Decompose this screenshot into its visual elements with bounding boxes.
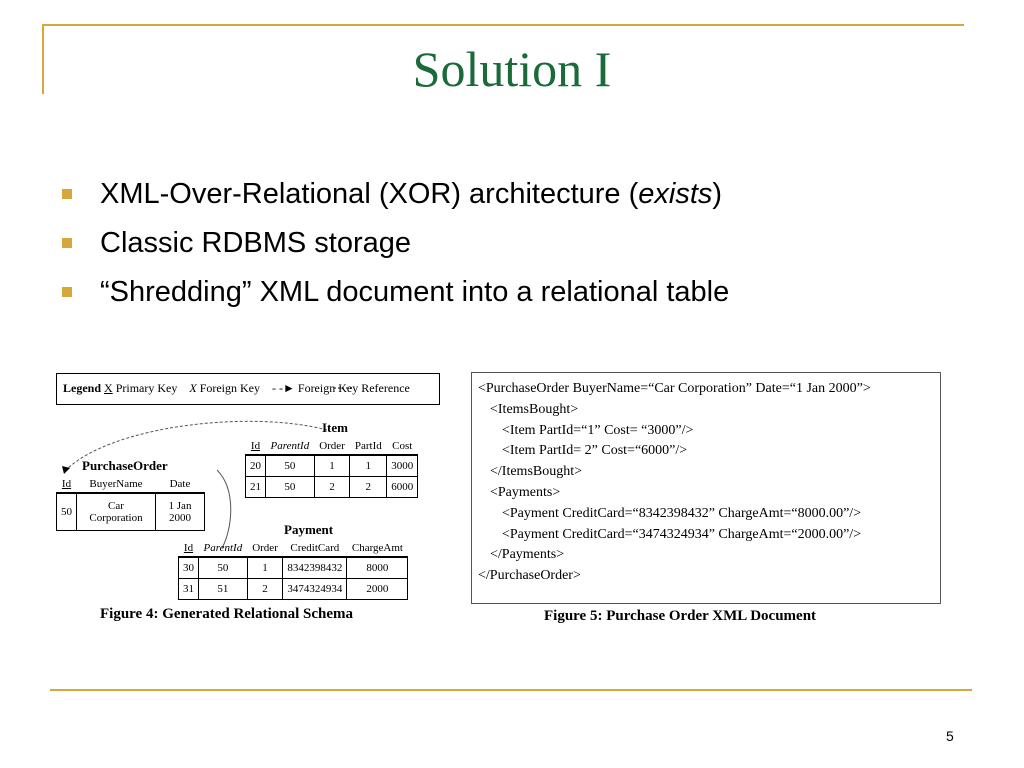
bullet-text: XML-Over-Relational (XOR) architecture ( xyxy=(100,178,639,210)
table-row: 31 51 2 3474324934 2000 xyxy=(178,578,409,600)
cell: 50 xyxy=(265,454,315,477)
po-col-buyername: BuyerName xyxy=(89,478,143,490)
top-rule xyxy=(44,24,964,26)
cell: 8342398432 xyxy=(282,556,348,579)
item-col-id: Id xyxy=(250,440,261,452)
item-table: Id ParentId Order PartId Cost 20 50 1 1 … xyxy=(245,438,419,498)
figure5-caption: Figure 5: Purchase Order XML Document xyxy=(544,608,817,624)
table-row: 50 Car Corporation 1 Jan 2000 xyxy=(56,492,205,531)
bullet-item: Classic RDBMS storage xyxy=(62,225,729,274)
legend-fk-symbol: X xyxy=(189,381,197,395)
legend-pk-text: Primary Key xyxy=(115,381,178,395)
xml-line: <Payment CreditCard=“8342398432” ChargeA… xyxy=(502,505,862,521)
left-rule xyxy=(42,24,44,94)
table-row: 30 50 1 8342398432 8000 xyxy=(178,556,409,579)
cell: 21 xyxy=(245,476,266,498)
cell: 50 xyxy=(265,476,315,498)
item-to-purchaseorder-arrow xyxy=(65,420,328,471)
xml-line: <Item PartId= 2” Cost=“6000”/> xyxy=(502,443,688,459)
cell: 1 Jan 2000 xyxy=(155,492,205,531)
schema-legend: Legend X Primary Key X Foreign Key - -► … xyxy=(56,373,440,405)
item-col-order: Order xyxy=(319,440,345,452)
legend-ref-text: Foreign Key Reference xyxy=(297,381,410,395)
purchaseorder-table-title: PurchaseOrder xyxy=(82,458,168,473)
purchaseorder-table: Id BuyerName Date 50 Car Corporation 1 J… xyxy=(56,476,205,531)
table-row: 21 50 2 2 6000 xyxy=(245,476,419,498)
xml-line: <Payment CreditCard=“3474324934” ChargeA… xyxy=(502,526,862,542)
payment-col-creditcard: CreditCard xyxy=(290,542,340,554)
cell: 2 xyxy=(349,476,388,498)
cell: 8000 xyxy=(346,556,409,579)
legend-fk-text: Foreign Key xyxy=(199,381,261,395)
cell: 50 xyxy=(198,556,248,579)
cell: 50 xyxy=(56,492,77,531)
bullet-item: XML-Over-Relational (XOR) architecture (… xyxy=(62,176,729,225)
payment-col-order: Order xyxy=(252,542,278,554)
xml-line: </ItemsBought> xyxy=(490,464,583,480)
po-col-date: Date xyxy=(169,478,191,490)
cell: 31 xyxy=(178,578,199,600)
figure-xml-document: <PurchaseOrder BuyerName=“Car Corporatio… xyxy=(471,372,941,604)
payment-table: Id ParentId Order CreditCard ChargeAmt 3… xyxy=(178,540,409,600)
bullet-square-icon xyxy=(62,238,72,248)
payment-table-title: Payment xyxy=(284,522,334,537)
cell: 3474324934 xyxy=(282,578,348,600)
payment-col-chargeamt: ChargeAmt xyxy=(351,542,403,554)
page-number: 5 xyxy=(946,728,954,744)
payment-col-id: Id xyxy=(183,542,194,554)
cell: 30 xyxy=(178,556,199,579)
bullet-square-icon xyxy=(62,189,72,199)
bullet-text: Classic RDBMS storage xyxy=(100,227,412,259)
cell: 20 xyxy=(245,454,266,477)
bottom-rule xyxy=(50,689,972,691)
table-row: 20 50 1 1 3000 xyxy=(245,454,419,477)
item-col-parentid: ParentId xyxy=(270,440,310,452)
figure4-caption: Figure 4: Generated Relational Schema xyxy=(100,606,354,622)
slide-title: Solution I xyxy=(412,41,612,97)
bullet-italic-text: exists xyxy=(638,178,713,210)
cell: 1 xyxy=(246,556,284,579)
cell: 1 xyxy=(313,454,351,477)
bullet-item: “Shredding” XML document into a relation… xyxy=(62,274,729,323)
bullet-square-icon xyxy=(62,287,72,297)
cell: 2 xyxy=(313,476,351,498)
item-col-cost: Cost xyxy=(392,440,413,452)
cell: 51 xyxy=(198,578,248,600)
po-col-id: Id xyxy=(61,478,72,490)
xml-line: <Item PartId=“1” Cost= “3000”/> xyxy=(502,422,694,438)
cell: Car Corporation xyxy=(76,492,156,531)
figure-relational-schema: Legend X Primary Key X Foreign Key - -► … xyxy=(52,370,452,630)
bullet-list: XML-Over-Relational (XOR) architecture (… xyxy=(62,176,729,323)
cell: 2 xyxy=(246,578,284,600)
legend-arrow-icon: - -► xyxy=(272,381,295,395)
bullet-text: “Shredding” XML document into a relation… xyxy=(100,276,730,308)
cell: 1 xyxy=(349,454,388,477)
xml-line: </PurchaseOrder> xyxy=(478,568,581,584)
cell: 3000 xyxy=(386,454,419,477)
foreign-key-arrows xyxy=(62,387,354,549)
xml-line: <ItemsBought> xyxy=(490,401,579,417)
xml-line: <PurchaseOrder BuyerName=“Car Corporatio… xyxy=(478,381,871,396)
cell: 2000 xyxy=(346,578,409,600)
xml-line: </Payments> xyxy=(490,547,565,563)
payment-col-parentid: ParentId xyxy=(203,542,243,554)
cell: 6000 xyxy=(386,476,419,498)
legend-label: Legend xyxy=(63,381,102,395)
legend-pk-symbol: X xyxy=(104,381,113,395)
item-table-title: Item xyxy=(322,420,348,435)
bullet-text-end: ) xyxy=(712,178,723,210)
payment-to-purchaseorder-arrow xyxy=(216,469,232,549)
arrowhead-icon xyxy=(62,466,70,474)
xml-line: <Payments> xyxy=(490,484,561,500)
item-col-partid: PartId xyxy=(354,440,382,452)
